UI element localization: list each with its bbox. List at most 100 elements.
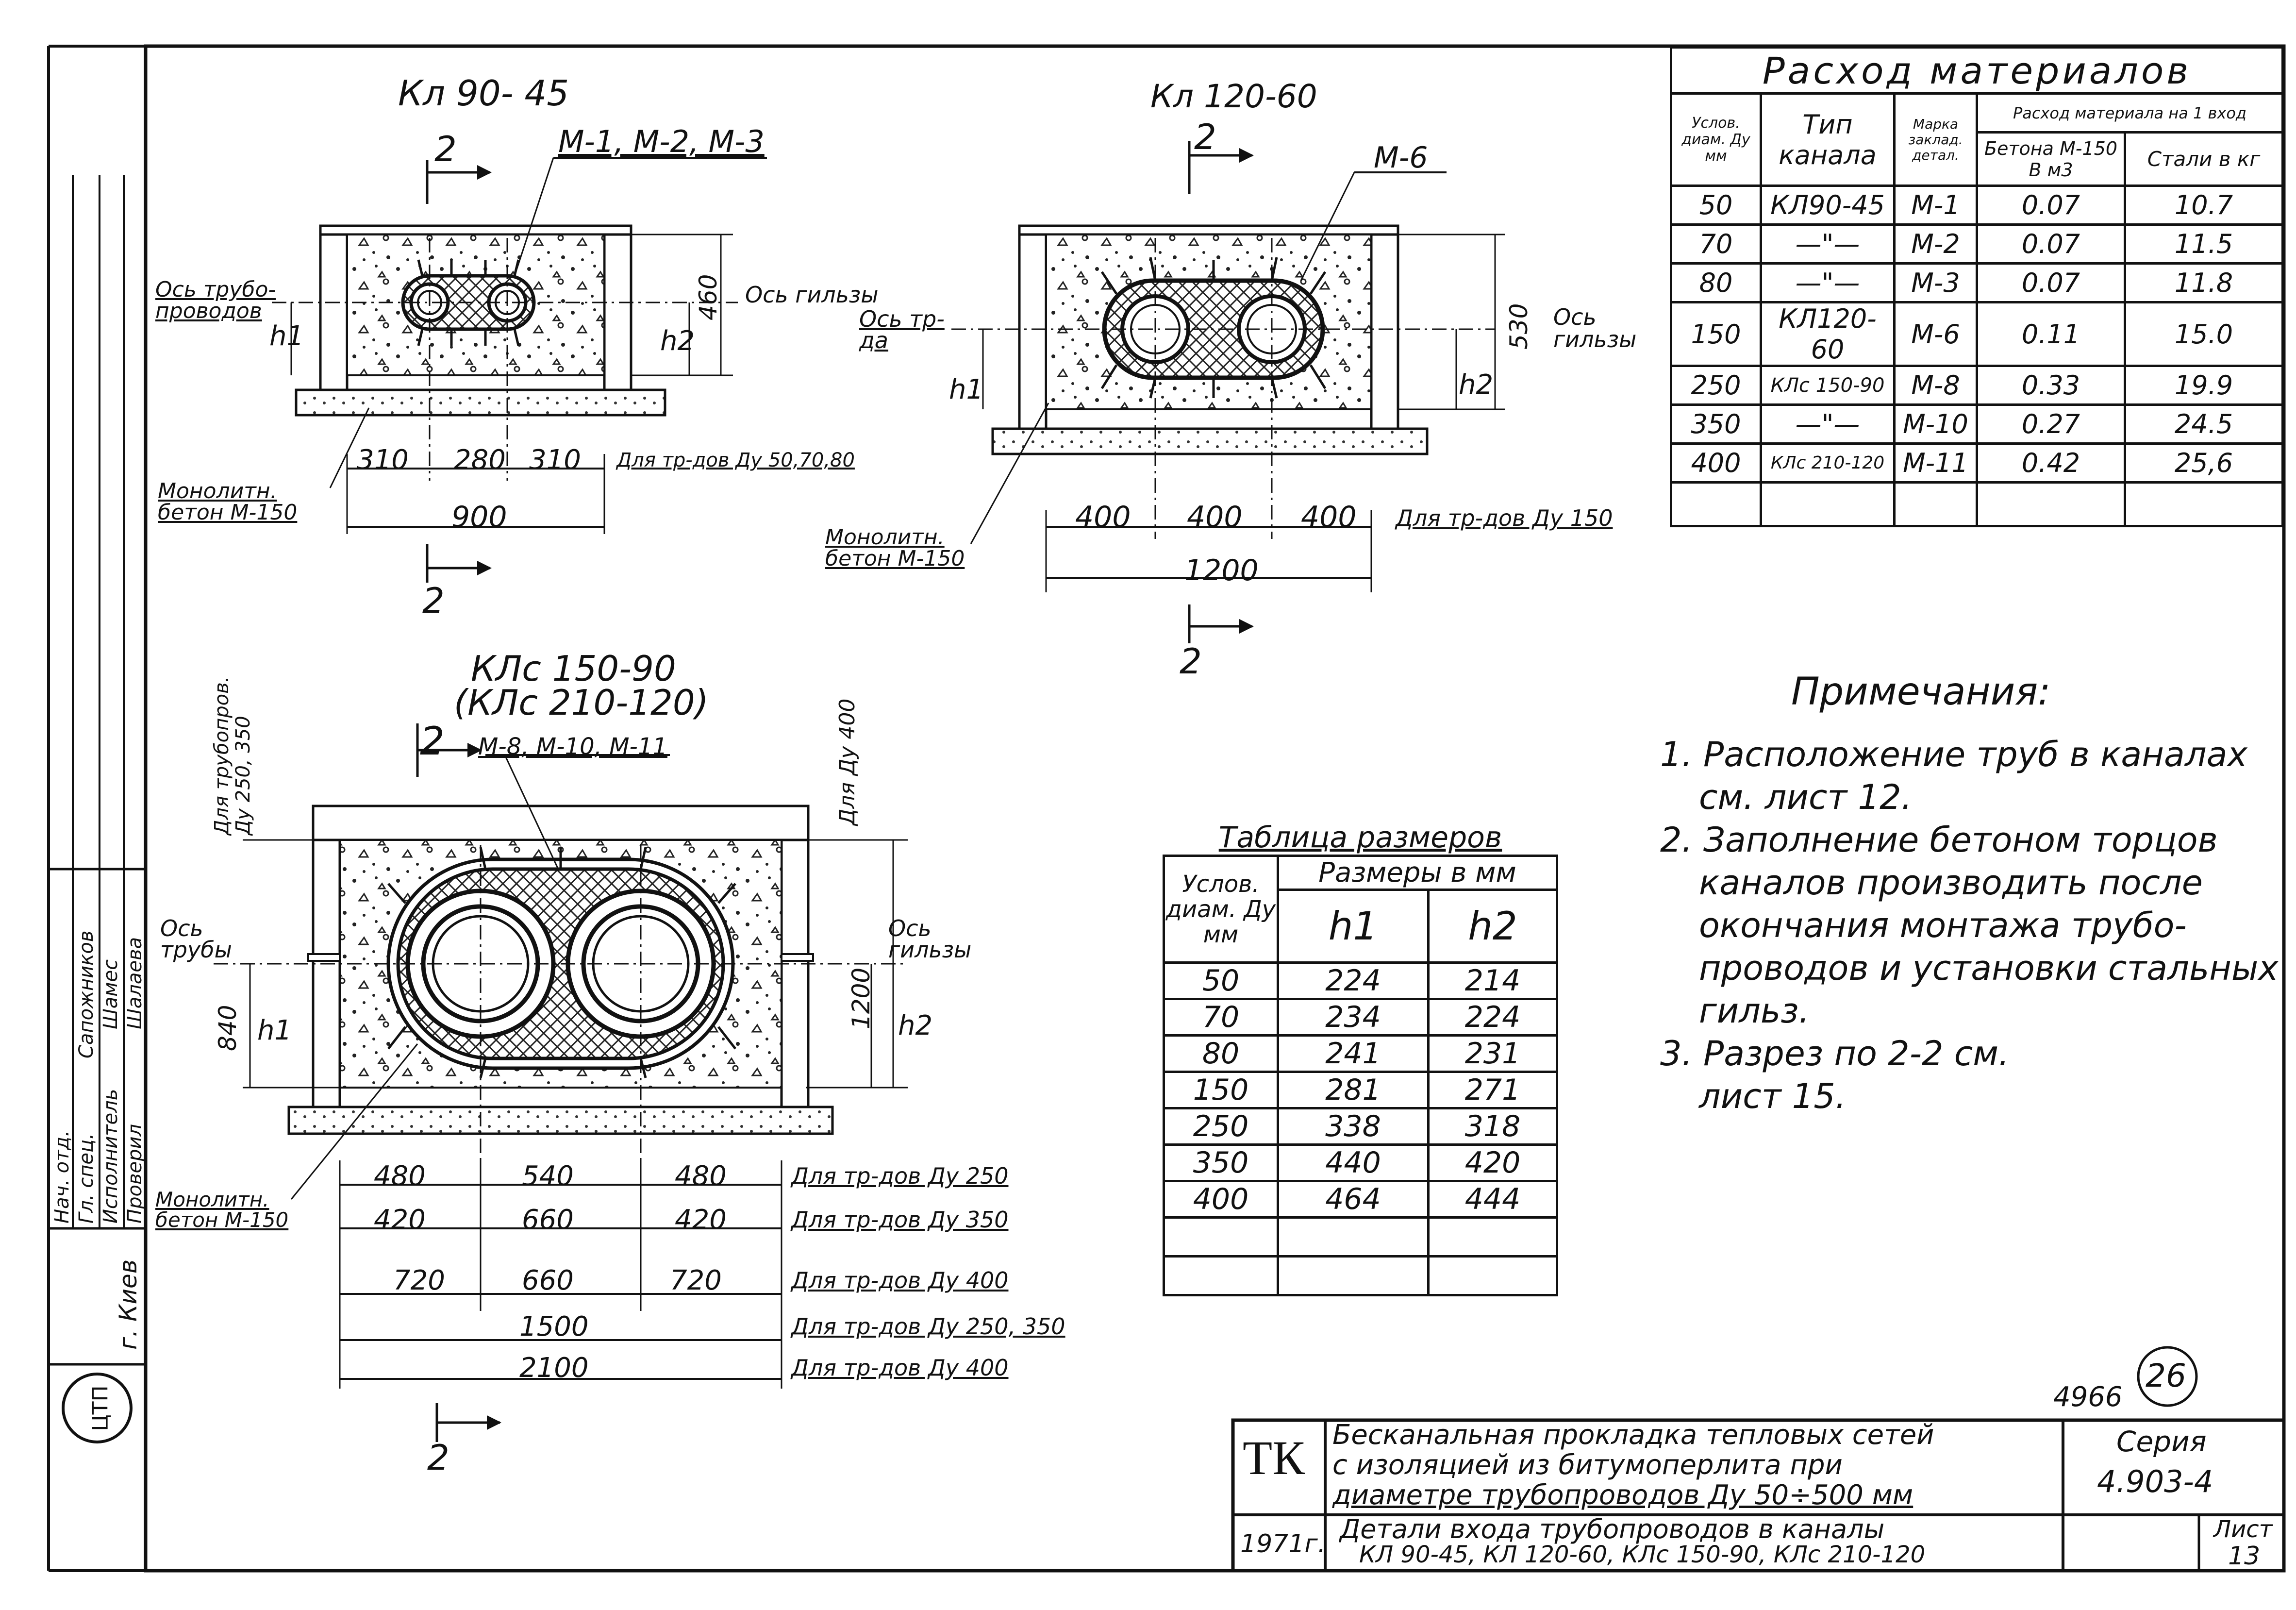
view-klc15090-title: КЛс 150-90 xyxy=(471,648,676,689)
materials-header-consumption: Расход материала на 1 вход xyxy=(1976,92,2284,134)
table-row: 80 241 231 xyxy=(1163,1034,1558,1073)
view-kl12060-dims-note: Для тр-дов Ду 150 xyxy=(1396,505,1613,531)
materials-cell: 0.07 xyxy=(1976,262,2126,303)
materials-title: Расход материалов xyxy=(1670,46,2284,95)
table-row: 50 КЛ90-45 М-1 0.07 10.7 xyxy=(1670,184,2284,226)
materials-cell: 11.5 xyxy=(2124,223,2284,265)
materials-cell: М-1 xyxy=(1893,184,1978,226)
view-klc15090-row2-note: Для тр-дов Ду 350 xyxy=(791,1207,1009,1233)
view-klc15090-row1-note: Для тр-дов Ду 250 xyxy=(791,1163,1009,1189)
view-kl9045-h1: h1 xyxy=(269,320,304,352)
view-kl12060-dim-height: 530 xyxy=(1505,303,1533,350)
sizes-cell: 400 xyxy=(1163,1180,1279,1219)
materials-cell: КЛс 210-120 xyxy=(1760,442,1896,484)
view-klc15090-section-bottom: 2 xyxy=(427,1437,449,1478)
materials-cell: КЛс 150-90 xyxy=(1760,365,1896,406)
sizes-cell: 224 xyxy=(1427,998,1558,1037)
title-block-year: 1971г. xyxy=(1240,1529,1326,1559)
materials-cell: М-11 xyxy=(1893,442,1978,484)
sidebar-role-1: Нач. отд. xyxy=(51,1130,73,1224)
table-row: 70 234 224 xyxy=(1163,998,1558,1037)
view-kl12060-h1: h1 xyxy=(949,374,984,405)
title-block-line1: Бесканальная прокладка тепловых сетей xyxy=(1332,1419,1934,1451)
materials-header-type: Тип канала xyxy=(1760,92,1896,187)
view-klc15090-mark: М-8, М-10, М-11 xyxy=(478,733,667,760)
materials-cell: М-2 xyxy=(1893,223,1978,265)
view-klc15090-row2-c: 420 xyxy=(675,1204,727,1236)
sizes-cell: 234 xyxy=(1277,998,1430,1037)
stamp-logo: ЦТП xyxy=(88,1385,113,1431)
sizes-cell: 271 xyxy=(1427,1071,1558,1109)
view-kl9045-dim-total: 900 xyxy=(451,500,507,534)
sizes-cell: 50 xyxy=(1163,961,1279,1000)
view-klc15090-h1: h1 xyxy=(257,1015,292,1046)
view-klc15090-concrete: Монолитн. бетон М-150 xyxy=(155,1188,289,1232)
sidebar-role-2: Гл. спец. xyxy=(75,1133,98,1224)
sizes-title: Таблица размеров xyxy=(1164,821,1557,857)
view-kl9045-title: Кл 90- 45 xyxy=(398,73,569,114)
sizes-cell: 241 xyxy=(1277,1034,1430,1073)
materials-cell: 0.42 xyxy=(1976,442,2126,484)
table-row xyxy=(1163,1216,1558,1258)
view-kl12060-h2: h2 xyxy=(1459,369,1494,401)
title-block-sheet-label: Лист xyxy=(2213,1516,2273,1543)
materials-cell: КЛ90-45 xyxy=(1760,184,1896,226)
view-klc15090-row3-c: 720 xyxy=(670,1265,722,1296)
view-klc15090-total2: 2100 xyxy=(519,1352,589,1384)
note-line: лист 15. xyxy=(1699,1076,1847,1116)
materials-cell: 80 xyxy=(1670,262,1762,303)
sizes-cell: 464 xyxy=(1277,1180,1430,1219)
title-block-circle-number: 26 xyxy=(2146,1357,2186,1394)
view-klc15090-title2: (КЛс 210-120) xyxy=(454,682,709,723)
materials-cell: —"— xyxy=(1760,262,1896,303)
materials-cell: 250 xyxy=(1670,365,1762,406)
materials-cell: М-6 xyxy=(1893,301,1978,367)
view-kl9045-axis-sleeve: Ось гильзы xyxy=(745,282,879,308)
view-klc15090-row1-a: 480 xyxy=(374,1160,426,1192)
table-row: 250 338 318 xyxy=(1163,1107,1558,1146)
materials-table: Расход материалов Услов. диам. Ду мм Тип… xyxy=(1670,46,2284,527)
view-kl9045-dim-3: 310 xyxy=(529,444,581,476)
table-row: 80 —"— М-3 0.07 11.8 xyxy=(1670,262,2284,303)
view-klc15090-row3-b: 660 xyxy=(522,1265,574,1296)
materials-cell: М-3 xyxy=(1893,262,1978,303)
table-row: 350 440 420 xyxy=(1163,1143,1558,1182)
view-kl12060-mark: М-6 xyxy=(1374,141,1428,175)
view-klc15090-row1-c: 480 xyxy=(675,1160,727,1192)
table-row: 150 КЛ120-60 М-6 0.11 15.0 xyxy=(1670,301,2284,367)
table-row: 400 464 444 xyxy=(1163,1180,1558,1219)
table-row: 250 КЛс 150-90 М-8 0.33 19.9 xyxy=(1670,365,2284,406)
view-klc15090-total2-note: Для тр-дов Ду 400 xyxy=(791,1355,1009,1381)
note-line: 3. Разрез по 2-2 см. xyxy=(1660,1034,2010,1073)
view-klc15090-total1-note: Для тр-дов Ду 250, 350 xyxy=(791,1313,1065,1340)
materials-cell: 0.33 xyxy=(1976,365,2126,406)
materials-cell: 0.11 xyxy=(1976,301,2126,367)
view-kl9045-dim-2: 280 xyxy=(454,444,506,476)
sizes-cell: 444 xyxy=(1427,1180,1558,1219)
view-kl9045-section-bottom: 2 xyxy=(422,580,445,621)
sizes-header-h1: h1 xyxy=(1277,889,1430,964)
sidebar-role-4: Проверил xyxy=(124,1124,146,1224)
view-klc15090-row2-a: 420 xyxy=(374,1204,426,1236)
sizes-cell: 420 xyxy=(1427,1143,1558,1182)
title-block-code: ТК xyxy=(1243,1431,1305,1485)
table-row xyxy=(1670,481,2284,527)
title-block-series-label: Серия xyxy=(2116,1425,2207,1458)
sidebar-name-3: Шалаева xyxy=(124,937,146,1029)
title-block-line4: Детали входа трубопроводов в каналы xyxy=(1340,1514,1885,1544)
note-line: окончания монтажа трубо- xyxy=(1699,906,2187,945)
materials-cell: 50 xyxy=(1670,184,1762,226)
sidebar-city: г. Киев xyxy=(114,1259,142,1350)
view-klc15090-h2: h2 xyxy=(898,1010,933,1041)
view-kl12060-axis-sleeve: Ось гильзы xyxy=(1553,304,1637,352)
view-kl12060-dim-total: 1200 xyxy=(1184,553,1259,587)
stamp-circle xyxy=(62,1373,133,1443)
view-klc15090-axis-sleeve: Ось гильзы xyxy=(888,915,972,963)
view-kl12060-section-bottom: 2 xyxy=(1180,641,1202,682)
view-kl12060-section-top: 2 xyxy=(1194,117,1216,157)
view-klc15090-axis-pipe: Ось трубы xyxy=(160,915,232,963)
notes-block: Примечания: 1. Расположение труб в канал… xyxy=(1660,670,2279,1118)
view-kl9045-section-top: 2 xyxy=(434,129,457,169)
materials-cell: 0.07 xyxy=(1976,223,2126,265)
